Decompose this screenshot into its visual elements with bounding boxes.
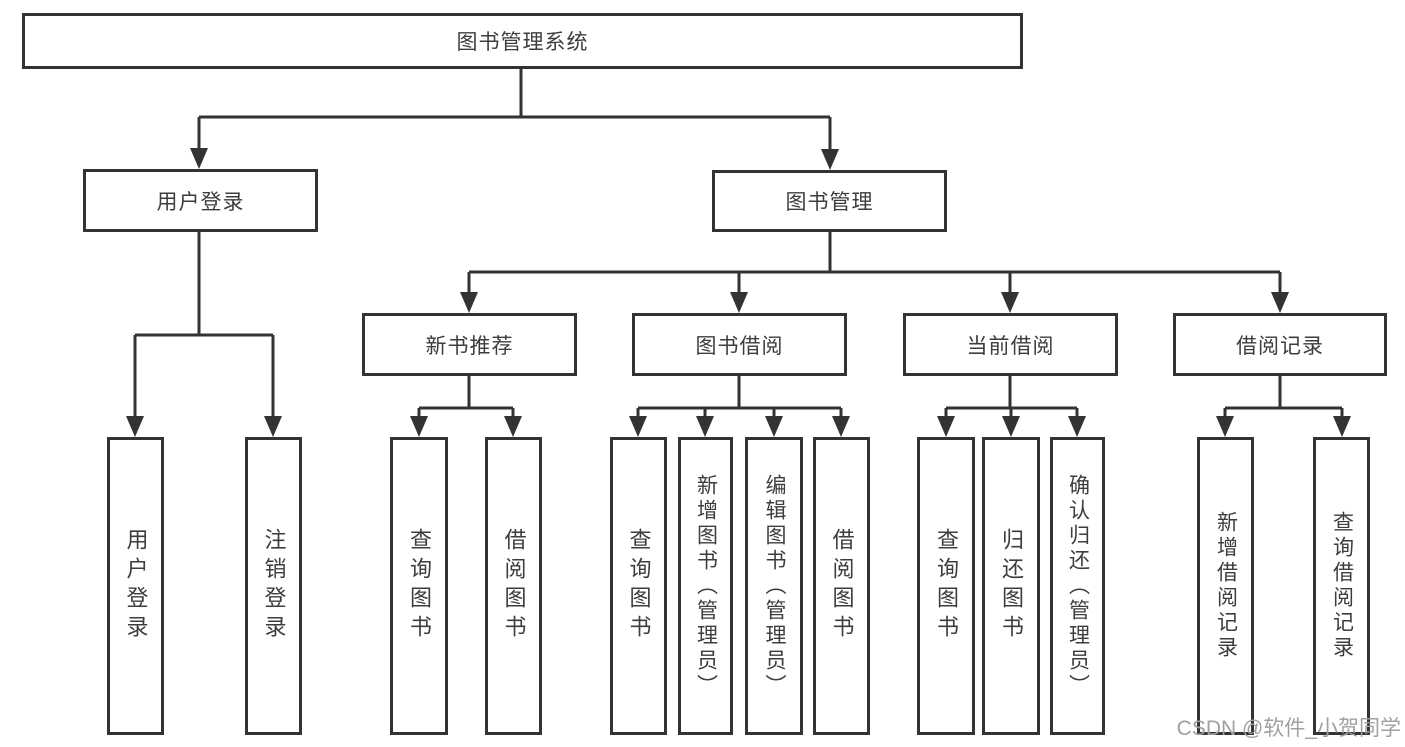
leaf-query-borrow-record: 查询借阅记录 [1313,437,1370,735]
node-label: 归还图书 [999,528,1024,644]
leaf-borrow-books-recommend: 借阅图书 [485,437,542,735]
leaf-return-books: 归还图书 [982,437,1040,735]
node-borrowing-records: 借阅记录 [1173,313,1387,376]
node-label: 查询图书 [934,528,959,644]
leaf-edit-books-admin: 编辑图书（管理员） [745,437,803,735]
node-label: 借阅图书 [501,528,527,644]
node-label: 查询图书 [626,528,652,644]
leaf-query-books-borrowing: 查询图书 [610,437,667,735]
node-label: 图书管理系统 [456,31,589,54]
node-new-book-recommendation: 新书推荐 [362,313,577,376]
node-library-management-system: 图书管理系统 [22,13,1023,69]
leaf-logout: 注销登录 [245,437,302,735]
leaf-query-books-current: 查询图书 [917,437,975,735]
leaf-confirm-return-admin: 确认归还（管理员） [1050,437,1105,735]
node-label: 新书推荐 [425,334,514,358]
node-label: 确认归还（管理员） [1066,473,1090,699]
node-label: 编辑图书（管理员） [763,473,786,699]
node-book-management: 图书管理 [712,170,947,232]
csdn-watermark: CSDN @软件_小贺同学 [1176,717,1401,740]
node-label: 查询借阅记录 [1330,511,1354,661]
node-label: 查询图书 [407,528,432,644]
node-current-borrowing: 当前借阅 [903,313,1118,376]
node-book-borrowing: 图书借阅 [632,313,847,376]
node-label: 图书管理 [785,191,874,214]
leaf-query-books-recommend: 查询图书 [390,437,448,735]
node-label: 当前借阅 [966,334,1055,358]
node-label: 借阅图书 [829,528,855,644]
node-label: 新增借阅记录 [1214,511,1238,661]
node-label: 用户登录 [156,190,245,214]
node-label: 图书借阅 [695,334,784,358]
node-label: 借阅记录 [1236,334,1324,358]
node-label: 用户登录 [123,528,149,644]
leaf-add-books-admin: 新增图书（管理员） [678,437,733,735]
node-label: 注销登录 [261,528,287,644]
leaf-borrow-books-borrowing: 借阅图书 [813,437,870,735]
leaf-user-login: 用户登录 [107,437,164,735]
leaf-add-borrow-record: 新增借阅记录 [1197,437,1254,735]
node-label: 新增图书（管理员） [694,473,718,699]
node-user-login: 用户登录 [83,169,318,232]
